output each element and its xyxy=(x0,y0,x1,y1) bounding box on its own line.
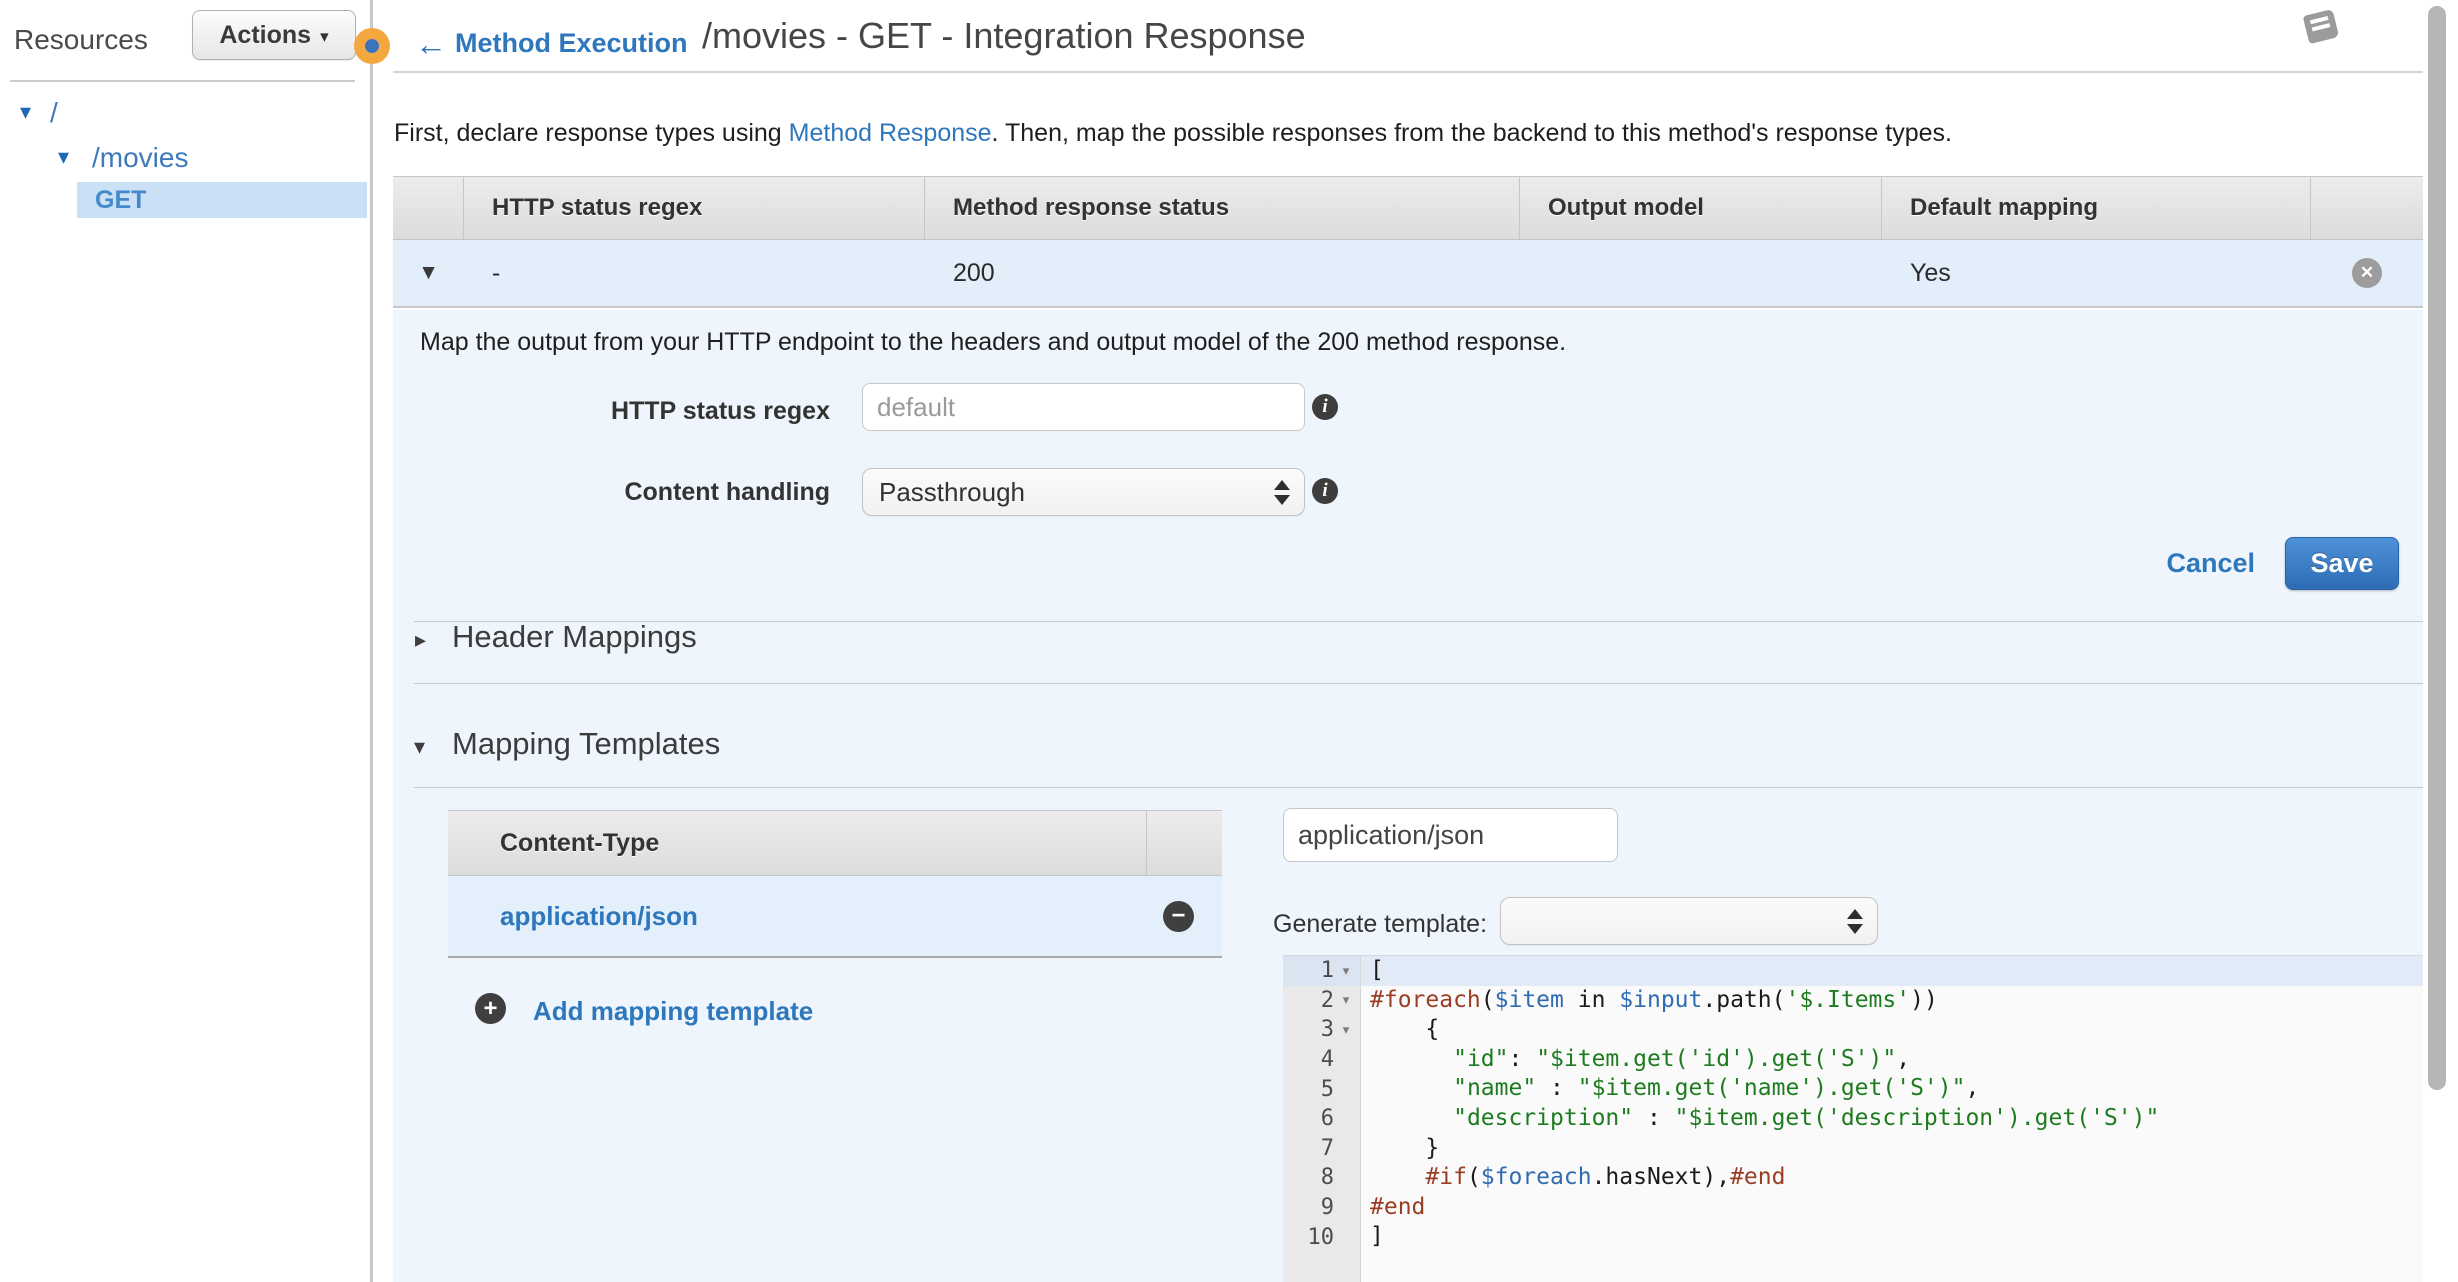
code-line[interactable]: "description" : "$item.get('description'… xyxy=(1453,1104,2160,1131)
code-line[interactable]: #if($foreach.hasNext),#end xyxy=(1425,1164,1786,1191)
resize-handle-dot xyxy=(365,39,379,53)
section-divider xyxy=(414,787,2423,788)
http-status-regex-label: HTTP status regex xyxy=(610,397,830,425)
section-divider xyxy=(414,683,2423,684)
code-line[interactable]: ] xyxy=(1370,1223,1384,1250)
vertical-scrollbar[interactable] xyxy=(2428,6,2446,1090)
info-icon[interactable]: i xyxy=(1312,394,1338,420)
row-expand-icon[interactable]: ▼ xyxy=(418,261,439,284)
gutter-line: 2▾ xyxy=(1283,986,1360,1016)
tree-item-movies[interactable]: /movies xyxy=(92,142,189,173)
section-header-mappings[interactable]: Header Mappings xyxy=(452,619,697,654)
panel-resize-handle[interactable] xyxy=(354,28,390,64)
expand-column-header xyxy=(393,177,464,239)
select-spinner-icon xyxy=(1847,908,1863,934)
code-line[interactable]: } xyxy=(1370,1134,1440,1161)
row-http-status-regex: - xyxy=(492,258,501,287)
sidebar-divider xyxy=(10,80,355,82)
content-type-column-header: Content-Type xyxy=(500,828,660,857)
response-table-row-200[interactable]: ▼ - 200 Yes ✕ xyxy=(393,240,2423,308)
gutter-line: 10 xyxy=(1307,1224,1335,1250)
generate-template-label: Generate template: xyxy=(1273,910,1488,938)
add-mapping-template-link[interactable]: Add mapping template xyxy=(533,996,814,1026)
gutter-line: 9 xyxy=(1320,1195,1334,1221)
content-handling-label: Content handling xyxy=(624,478,830,506)
response-table-header: HTTP status regex Method response status… xyxy=(393,176,2423,240)
section-divider xyxy=(414,621,2423,622)
column-header-method-response-status: Method response status xyxy=(925,177,1520,239)
page-title: /movies - GET - Integration Response xyxy=(702,15,1306,56)
column-header-default-mapping: Default mapping xyxy=(1882,177,2311,239)
tree-item-get[interactable]: GET xyxy=(77,182,367,218)
actions-button[interactable]: Actions ▾ xyxy=(192,10,356,60)
code-line[interactable]: #foreach($item in $input.path('$.Items')… xyxy=(1370,986,1938,1013)
description-pre: First, declare response types using xyxy=(394,119,789,147)
gutter-line: 1▾ xyxy=(1283,956,1360,986)
caret-down-icon[interactable]: ▾ xyxy=(20,99,32,124)
info-icon[interactable]: i xyxy=(1312,478,1338,504)
caret-down-icon[interactable]: ▾ xyxy=(58,144,70,169)
header-divider xyxy=(393,71,2423,73)
template-code-editor[interactable]: 1▾2▾3▾4 5 6 7 8 9 10 [#foreach($item in $input… xyxy=(1283,955,2423,1282)
sidebar-main-divider xyxy=(370,0,373,1282)
column-header-output-model: Output model xyxy=(1520,177,1882,239)
gutter-line: 4 xyxy=(1320,1047,1334,1073)
method-response-link[interactable]: Method Response xyxy=(788,119,992,147)
back-to-method-execution-link[interactable]: ← Method Execution xyxy=(415,25,688,62)
code-line[interactable]: "name" : "$item.get('name').get('S')", xyxy=(1453,1075,1980,1102)
row-output-model xyxy=(1520,240,1882,306)
description-post: . Then, map the possible responses from … xyxy=(991,119,1952,147)
gutter-line: 6 xyxy=(1320,1106,1334,1132)
column-divider xyxy=(1146,811,1147,875)
template-row-application-json[interactable]: application/json − xyxy=(448,876,1222,958)
caret-right-icon[interactable]: ▸ xyxy=(415,627,427,652)
actions-column-header xyxy=(2311,177,2423,239)
content-handling-select[interactable]: Passthrough xyxy=(862,468,1305,516)
gutter-line: 7 xyxy=(1320,1135,1334,1161)
gutter-line: 5 xyxy=(1320,1076,1334,1102)
code-line[interactable]: "id": "$item.get('id').get('S')", xyxy=(1453,1045,1911,1072)
generate-template-select[interactable] xyxy=(1500,897,1878,945)
caret-down-icon: ▾ xyxy=(320,26,329,46)
tree-item-root[interactable]: / xyxy=(50,97,58,128)
gutter-line: 8 xyxy=(1320,1165,1334,1191)
template-name: application/json xyxy=(500,900,698,931)
gutter-line: 3▾ xyxy=(1283,1015,1360,1045)
actions-button-label: Actions xyxy=(219,20,312,49)
content-type-input[interactable] xyxy=(1283,808,1618,862)
row-default-mapping: Yes xyxy=(1910,258,1951,287)
cancel-button[interactable]: Cancel xyxy=(2166,548,2255,578)
add-template-icon[interactable]: + xyxy=(475,993,506,1024)
column-header-http-status-regex: HTTP status regex xyxy=(464,177,925,239)
tree-item-get-label: GET xyxy=(95,186,147,214)
row-method-response-status: 200 xyxy=(953,258,995,287)
content-type-table-header: Content-Type xyxy=(448,810,1222,876)
fold-icon: ▾ xyxy=(1342,1021,1350,1037)
caret-down-icon[interactable]: ▾ xyxy=(414,734,426,759)
content-handling-value: Passthrough xyxy=(879,476,1025,507)
code-line[interactable]: #end xyxy=(1370,1193,1426,1220)
save-button[interactable]: Save xyxy=(2285,537,2399,590)
code-line[interactable]: [ xyxy=(1361,956,2423,986)
code-line[interactable]: { xyxy=(1370,1016,1440,1043)
page-description: First, declare response types using Meth… xyxy=(394,119,1952,148)
back-arrow-icon: ← xyxy=(415,25,447,62)
detail-intro-text: Map the output from your HTTP endpoint t… xyxy=(420,328,1567,356)
section-mapping-templates[interactable]: Mapping Templates xyxy=(452,726,721,761)
resources-sidebar: Resources Actions ▾ ▾ / ▾ /movies GET xyxy=(0,0,371,1282)
back-link-label: Method Execution xyxy=(455,28,688,58)
documentation-book-icon[interactable] xyxy=(2300,6,2346,48)
delete-response-icon[interactable]: ✕ xyxy=(2352,258,2382,288)
remove-template-icon[interactable]: − xyxy=(1163,900,1194,932)
sidebar-title: Resources xyxy=(14,24,148,55)
integration-response-detail-panel: Map the output from your HTTP endpoint t… xyxy=(393,310,2423,1282)
http-status-regex-input[interactable] xyxy=(862,383,1305,431)
fold-icon: ▾ xyxy=(1342,962,1350,978)
fold-icon: ▾ xyxy=(1342,992,1350,1008)
select-spinner-icon xyxy=(1274,479,1290,505)
editor-gutter: 1▾2▾3▾4 5 6 7 8 9 10 xyxy=(1283,956,1361,1282)
content-type-table: Content-Type application/json − xyxy=(448,810,1222,958)
editor-code[interactable]: [#foreach($item in $input.path('$.Items'… xyxy=(1361,956,2423,1282)
